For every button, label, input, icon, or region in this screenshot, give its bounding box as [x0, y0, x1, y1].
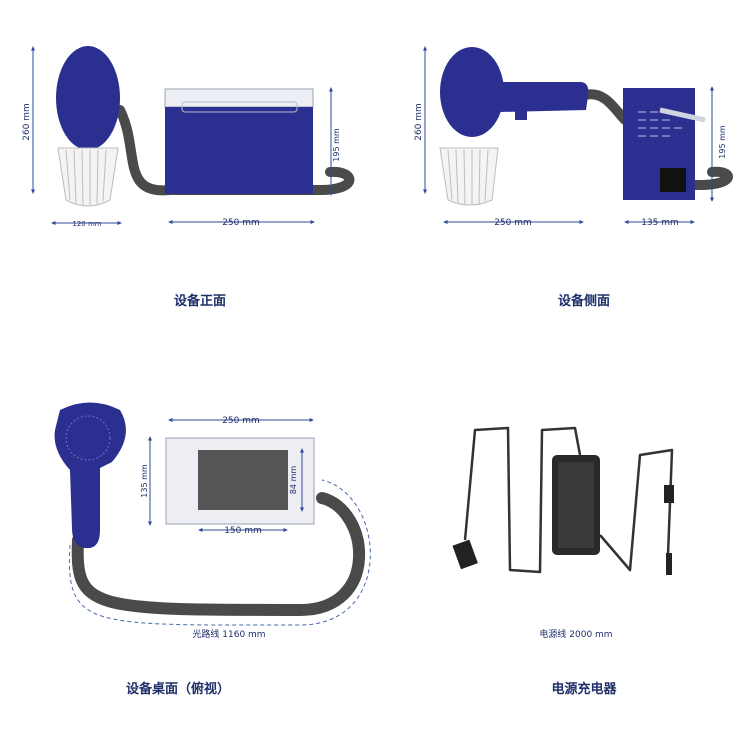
machine-box	[165, 107, 313, 194]
top-view: 250 mm 135 mm 150 mm 84 mm 光路线 1160 mm	[54, 402, 371, 640]
side-view: 260 mm 250 mm 135 mm 195 mm	[414, 46, 733, 228]
top-screen-height-label: 84 mm	[289, 466, 298, 495]
front-box-width-label: 250 mm	[222, 218, 260, 228]
front-height-label: 260 mm	[22, 103, 32, 141]
optical-cable-label: 光路线 1160 mm	[192, 628, 265, 640]
charger-caption: 电源充电器	[551, 682, 617, 697]
charger-view: 电源线 2000 mm	[452, 426, 674, 640]
side-depth-label: 135 mm	[641, 218, 679, 228]
side-caption: 设备侧面	[557, 294, 611, 309]
side-height-label: 260 mm	[414, 103, 424, 141]
top-screen-width-label: 150 mm	[224, 526, 262, 536]
side-box-height-label: 195 mm	[718, 125, 727, 159]
side-length-label: 250 mm	[494, 218, 532, 228]
top-depth-label: 135 mm	[140, 464, 149, 498]
power-cable-label: 电源线 2000 mm	[539, 628, 612, 640]
top-width-label: 250 mm	[222, 416, 260, 426]
front-caption: 设备正面	[173, 294, 227, 309]
top-caption: 设备桌面（俯视）	[125, 682, 231, 697]
front-box-height-label: 195 mm	[332, 128, 341, 162]
laser-gun-head	[56, 46, 120, 150]
front-view: 260 mm 120 mm 250 mm 195 mm	[22, 46, 355, 228]
front-gun-width-label: 120 mm	[72, 220, 101, 228]
